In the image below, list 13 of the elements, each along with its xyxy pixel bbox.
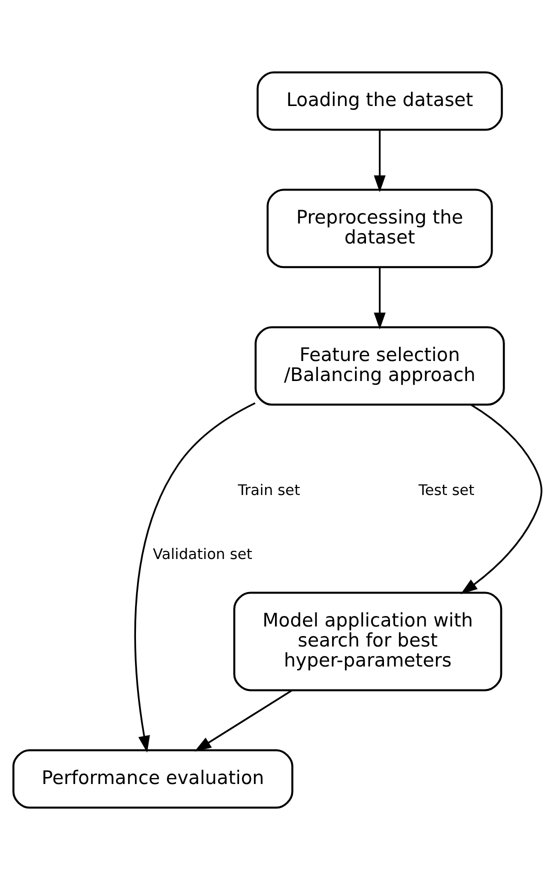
node-box: Performance evaluation	[12, 749, 294, 809]
node-box: Preprocessing the dataset	[266, 188, 493, 268]
arrow	[460, 404, 542, 594]
arrow	[374, 130, 386, 192]
label: Train set	[238, 482, 300, 500]
node-box: Model application with search for best hyper-parameters	[233, 592, 502, 692]
node-box: Feature selection /Balancing approach	[254, 326, 505, 406]
arrow	[194, 690, 292, 752]
arrow	[134, 402, 256, 753]
node-box: Loading the dataset	[256, 71, 503, 131]
edge-label: Validation set	[152, 546, 252, 564]
arrow	[374, 267, 386, 330]
label: Test set	[418, 482, 474, 500]
